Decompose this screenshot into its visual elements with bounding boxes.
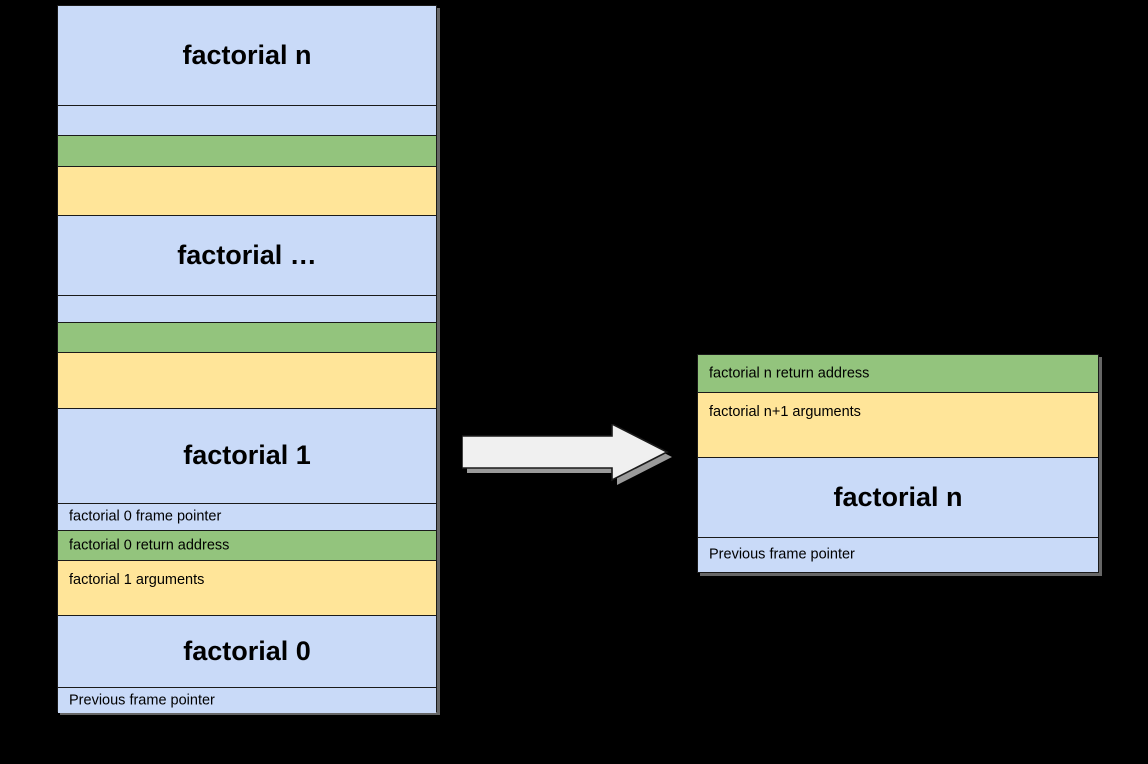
stack-row-previous-frame-pointer: Previous frame pointer [58, 688, 436, 713]
frame-title: factorial 1 [183, 440, 311, 471]
stack-row-return-address-mid [58, 323, 436, 353]
frame-title: factorial n [182, 39, 312, 70]
stack-row-factorial-0-body: factorial 0 [58, 616, 436, 688]
slot-label: Previous frame pointer [69, 691, 215, 708]
frame-title: factorial 0 [183, 635, 311, 666]
slot-label: factorial 0 frame pointer [69, 508, 222, 525]
detail-row-return-address: factorial n return address [698, 355, 1098, 393]
slot-label: factorial n+1 arguments [709, 404, 861, 420]
stack-row-return-address-n [58, 136, 436, 167]
expand-arrow [462, 424, 674, 496]
slot-label: factorial n return address [709, 364, 870, 381]
stack-row-factorial-ellipsis-body: factorial … [58, 216, 436, 296]
detail-row-factorial-n-body: factorial n [698, 458, 1098, 538]
stack-row-factorial-0-return-address: factorial 0 return address [58, 531, 436, 561]
detail-row-previous-frame-pointer: Previous frame pointer [698, 538, 1098, 572]
stack-row-factorial-1-body: factorial 1 [58, 409, 436, 504]
stack-row-factorial-n-body: factorial n [58, 6, 436, 106]
frame-title: factorial n [833, 481, 963, 512]
stack-row-factorial-1-arguments: factorial 1 arguments [58, 561, 436, 616]
detail-row-arguments: factorial n+1 arguments [698, 393, 1098, 458]
slot-label: factorial 0 return address [69, 536, 230, 553]
stack-row-factorial-0-frame-pointer: factorial 0 frame pointer [58, 504, 436, 531]
slot-label: factorial 1 arguments [69, 572, 205, 588]
stack-row-arguments-n [58, 167, 436, 216]
stack-row-arguments-mid [58, 353, 436, 409]
stack-row-frame-pointer-mid [58, 296, 436, 323]
frame-title: factorial … [177, 239, 317, 270]
stack-row-frame-pointer-n [58, 106, 436, 136]
slot-label: Previous frame pointer [709, 546, 855, 563]
single-frame-detail: factorial n return address factorial n+1… [697, 354, 1099, 573]
full-recursive-stack: factorial n factorial … factorial 1 fact… [57, 5, 437, 713]
